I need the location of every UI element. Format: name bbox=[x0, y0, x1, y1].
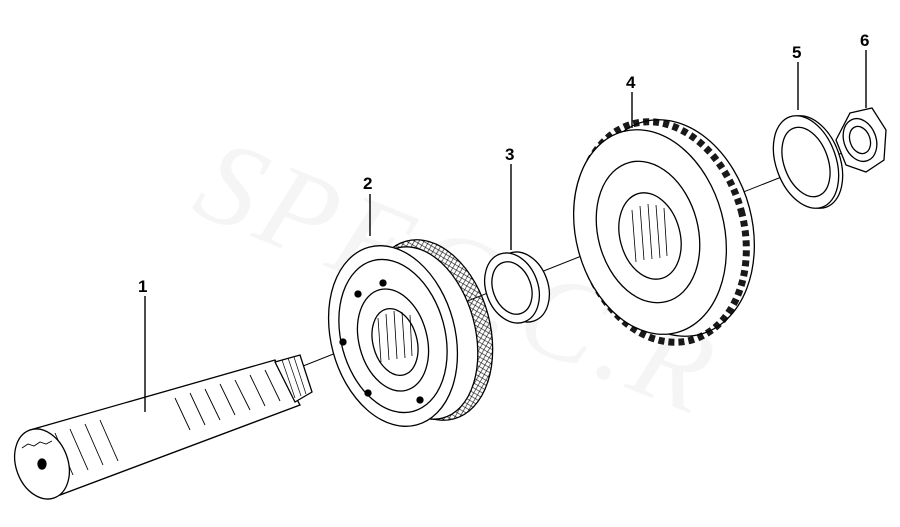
synchronizer-hub-part bbox=[327, 239, 494, 427]
washer-part bbox=[772, 115, 844, 209]
callout-label-4: 4 bbox=[626, 73, 636, 92]
callout-label-2: 2 bbox=[363, 174, 373, 193]
nut-part bbox=[835, 107, 887, 173]
callout-label-5: 5 bbox=[792, 43, 802, 62]
callout-label-1: 1 bbox=[138, 277, 148, 296]
gear-part bbox=[572, 118, 756, 346]
callout-label-6: 6 bbox=[860, 31, 870, 50]
bushing-part bbox=[483, 251, 551, 324]
callout-label-3: 3 bbox=[505, 145, 515, 164]
shaft-part bbox=[13, 354, 313, 500]
leader-lines bbox=[144, 50, 867, 412]
